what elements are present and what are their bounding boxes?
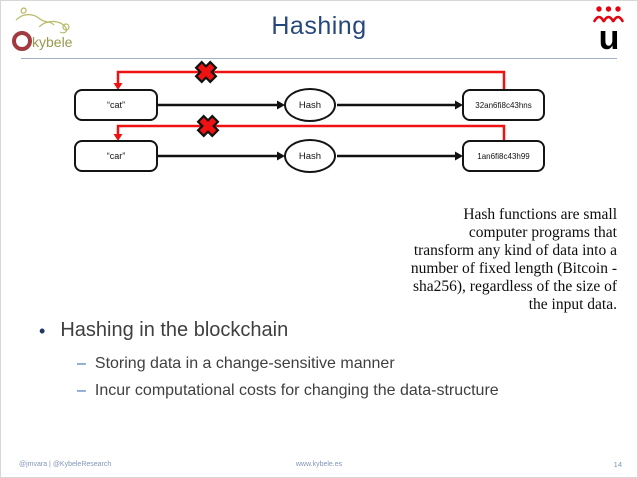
input-node-car: “car” (74, 140, 158, 172)
annotation-line: Hash functions are small (463, 206, 617, 223)
page-number: 14 (613, 460, 622, 469)
subbullet-storing-data: – Storing data in a change-sensitive man… (77, 355, 395, 373)
blocked-cross-icon-1 (194, 60, 218, 84)
input-node-car-label: “car” (106, 151, 126, 161)
annotation-line: the input data. (528, 296, 617, 313)
kybele-logo-text: kybele (32, 34, 73, 50)
annotation-line: computer programs that (468, 224, 617, 241)
input-node-cat: “cat” (74, 89, 158, 121)
arrow-hash-to-output-1 (337, 100, 463, 110)
kybele-logo: kybele (9, 4, 85, 56)
arrow-car-to-hash (158, 151, 285, 161)
hash-node-2-label: Hash (298, 150, 322, 162)
bullet-hashing-blockchain: • Hashing in the blockchain (39, 319, 288, 343)
arrow-hash-to-output-2 (337, 151, 463, 161)
annotation-line: sha256), regardless of the size of (412, 278, 617, 295)
hash-definition-text: Hash functions are small computer progra… (411, 206, 617, 314)
subbullet-costs-text: Incur computational costs for changing t… (94, 382, 499, 399)
footer-social-handles: @jmvara | @KybeleResearch (19, 461, 112, 468)
blocked-cross-icon-2 (196, 114, 220, 138)
annotation-line: number of fixed length (Bitcoin - (410, 260, 617, 277)
urjc-logo: u (591, 4, 627, 57)
kybele-chariot-sketch (15, 7, 70, 34)
subbullet-computational-costs: – Incur computational costs for changing… (77, 382, 499, 400)
output-node-1-label: 32an6fi8c43hns (475, 100, 532, 110)
kybele-ring (12, 31, 32, 51)
slide-title: Hashing (271, 12, 367, 40)
input-node-cat-label: “cat” (107, 100, 125, 110)
urjc-crown-icon (593, 6, 624, 23)
header-divider (21, 58, 617, 59)
subbullet-storing-text: Storing data in a change-sensitive manne… (94, 355, 395, 372)
footer-website: www.kybele.es (295, 461, 343, 468)
subbullet-dash: – (77, 382, 86, 399)
urjc-logo-letter: u (599, 19, 620, 56)
arrow-cat-to-hash (158, 100, 285, 110)
output-node-2-label: 1an6fi8c43h99 (477, 151, 530, 161)
hash-node-1: Hash (284, 88, 336, 122)
hash-node-2: Hash (284, 139, 336, 173)
hash-node-1-label: Hash (298, 99, 322, 111)
annotation-line: transform any kind of data into a (413, 242, 617, 259)
bullet-main-text: Hashing in the blockchain (60, 319, 289, 341)
output-node-2: 1an6fi8c43h99 (462, 140, 545, 172)
output-node-1: 32an6fi8c43hns (462, 89, 545, 121)
bullet-marker: • (39, 321, 46, 341)
subbullet-dash: – (77, 355, 86, 372)
